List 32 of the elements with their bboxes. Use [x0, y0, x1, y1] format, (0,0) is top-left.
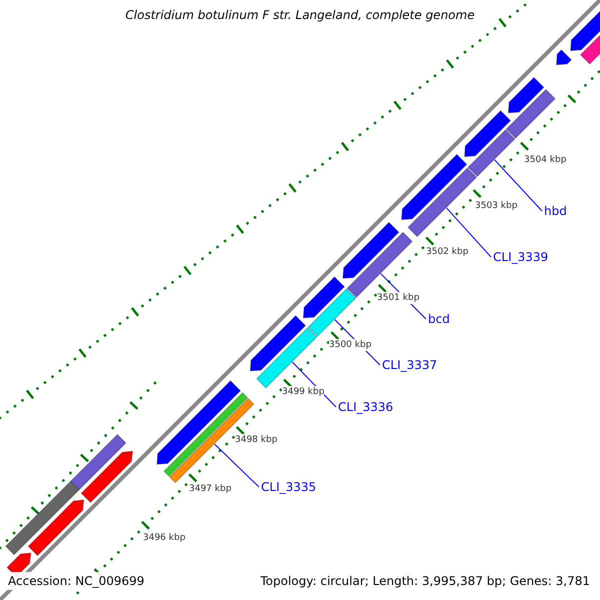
gene-bar: [256, 327, 318, 389]
gene-label: CLI_3339: [493, 249, 548, 265]
scale-label: 3499 kbp: [282, 386, 324, 398]
gene-block: [556, 49, 572, 66]
gene-label: bcd: [428, 311, 450, 327]
gene-label: CLI_3336: [338, 399, 394, 415]
gene-block: [464, 110, 512, 158]
gene-bar: [5, 480, 80, 556]
scale-label: 3500 kbp: [329, 339, 372, 351]
gene-bar: [308, 288, 356, 337]
title: Clostridium botulinum F str. Langeland, complete genome: [124, 8, 476, 22]
gene-bar: [506, 88, 556, 139]
gene-block: [508, 76, 544, 114]
gene-bar: [70, 434, 127, 490]
gene-block: [28, 499, 84, 556]
scale-label: 3503 kbp: [475, 200, 518, 212]
scale-label: 3496 kbp: [143, 532, 186, 544]
gene-block: [80, 450, 134, 504]
scale-label: 3498 kbp: [235, 434, 278, 446]
gene-bar: [407, 167, 478, 238]
gene-block: [342, 222, 400, 279]
gene-label: CLI_3335: [261, 479, 316, 495]
gene-bar: [467, 129, 516, 178]
scale-label: 3497 kbp: [189, 483, 232, 495]
gene-block: [302, 276, 346, 318]
scale-label: 3502 kbp: [426, 246, 468, 258]
scale-label: 3504 kbp: [524, 154, 566, 166]
gene-label: hbd: [544, 203, 567, 219]
gene-block: [401, 154, 468, 220]
scale-label: 3501 kbp: [377, 292, 420, 304]
gene-block: [250, 315, 306, 372]
gene-label: CLI_3337: [382, 357, 438, 373]
